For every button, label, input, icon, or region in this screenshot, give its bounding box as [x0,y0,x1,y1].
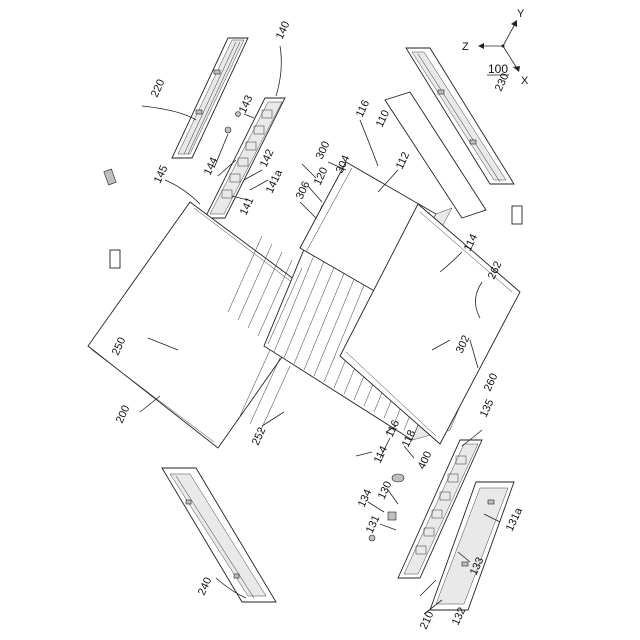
label-141a: 141a [264,167,286,195]
label-220: 220 [149,78,168,100]
clip-part [104,169,116,185]
label-120: 120 [312,166,331,188]
label-306: 306 [294,180,313,202]
label-130: 130 [376,480,395,502]
axis-x-label: X [521,75,529,87]
label-131: 131 [364,514,383,536]
label-142: 142 [258,148,277,170]
bracket-left [110,250,120,268]
axis-z-label: Z [462,41,469,53]
label-135: 135 [478,398,497,420]
label-114-upper: 114 [462,232,480,253]
label-110: 110 [374,108,392,129]
label-260: 260 [482,372,501,394]
label-145: 145 [152,164,171,186]
part-400 [392,474,404,482]
bracket-right [512,206,522,224]
part-130 [388,512,396,520]
label-240: 240 [196,576,215,598]
label-300: 300 [314,140,333,162]
label-200: 200 [114,404,133,426]
axis-y-label: Y [517,8,525,20]
side-plate-220 [172,38,248,158]
label-210: 210 [418,610,437,632]
label-400: 400 [416,450,435,472]
label-116: 116 [354,98,372,119]
label-134: 134 [356,488,375,510]
label-141: 141 [238,196,257,218]
label-112: 112 [394,150,412,171]
label-114-lower: 114 [372,444,390,465]
label-140: 140 [274,20,293,42]
label-252: 252 [250,426,269,448]
label-143: 143 [237,94,256,116]
side-plate-240 [162,468,276,602]
label-131a: 131a [504,505,526,533]
